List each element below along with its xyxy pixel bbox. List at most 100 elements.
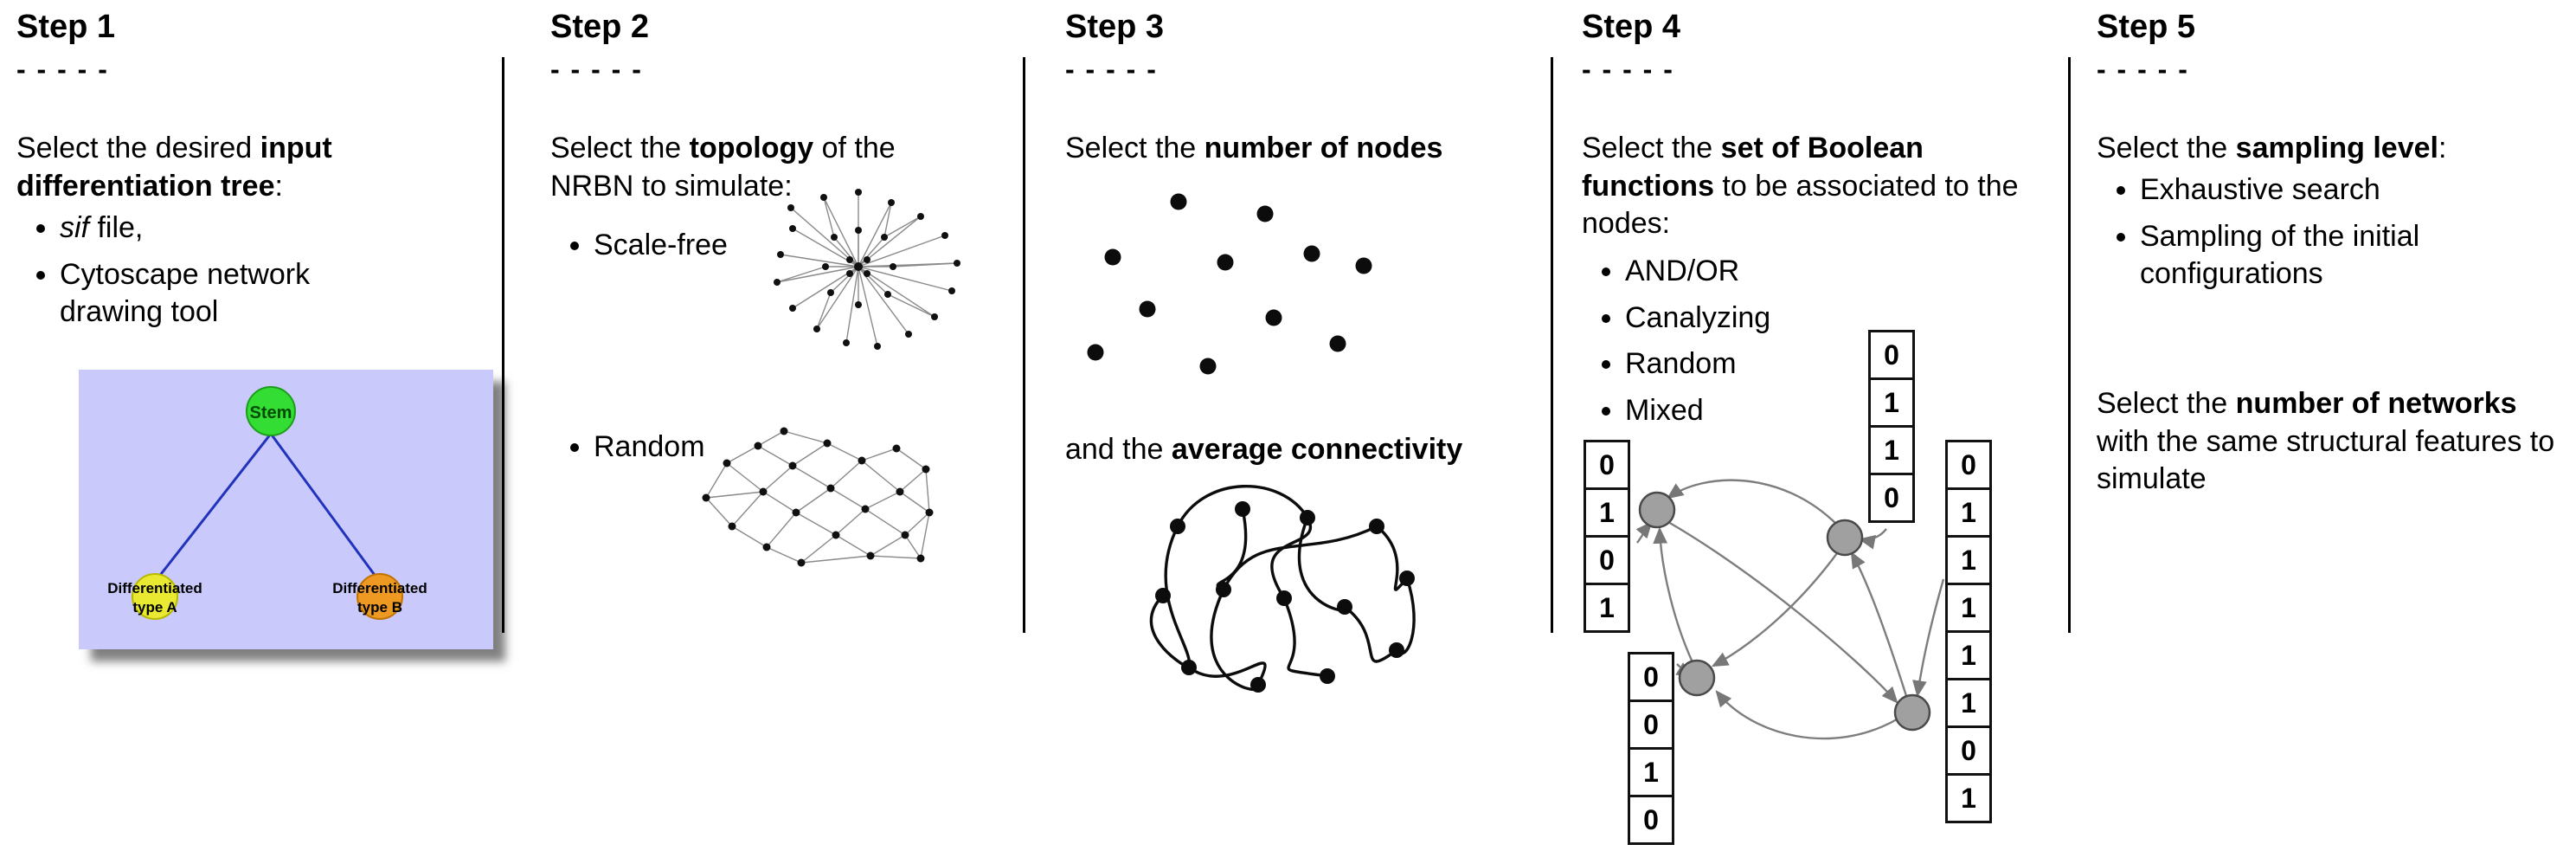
nodes-dots-graphic <box>1076 177 1375 394</box>
list-item-mixed: Mixed <box>1625 392 1862 430</box>
stem-label: Stem <box>250 403 292 422</box>
list-item-and-or: AND/OR <box>1625 253 1862 291</box>
table-cell: 0 <box>1584 535 1630 585</box>
text-run: and the <box>1065 433 1172 466</box>
random-network-svg <box>702 427 934 567</box>
boolean-network-graphic: 0 1 0 1 0 1 1 0 0 0 1 0 0 1 1 1 <box>1582 321 2056 851</box>
boolean-network-nodes <box>1638 491 1931 732</box>
column-divider-2 <box>1023 57 1025 633</box>
step5-separator: - - - - - <box>2097 54 2189 85</box>
text-run: Select the <box>1582 132 1721 164</box>
text-run: with the same structural features to sim… <box>2097 424 2555 496</box>
table-cell: 0 <box>1584 440 1630 490</box>
stem-node <box>246 386 296 436</box>
column-divider-4 <box>2068 57 2071 633</box>
boolean-network-svg <box>1635 479 1945 740</box>
boolean-table-right: 0 1 1 1 1 1 0 1 <box>1945 440 1992 823</box>
boolean-table-top: 0 1 1 0 <box>1868 330 1915 523</box>
type-a-node <box>132 573 178 620</box>
type-a-label-line1: Differentiated <box>107 580 202 596</box>
text-run: Select the <box>550 132 690 164</box>
text-run: to be associated to the nodes: <box>1582 169 2019 241</box>
step2-separator: - - - - - <box>550 54 643 85</box>
column-divider-1 <box>502 57 504 633</box>
text-run: Select the <box>2097 387 2236 420</box>
table-cell: 1 <box>1945 630 1992 680</box>
step4-title: Step 4 <box>1582 9 1681 45</box>
table-cell: 1 <box>1868 377 1915 428</box>
step5-intro: Select the sampling level: <box>2097 130 2568 168</box>
network-nodes <box>702 427 934 567</box>
scale-free-network-graphic <box>748 180 973 372</box>
step5-sampling-list: Exhaustive search Sampling of the initia… <box>2100 171 2472 302</box>
node-dots <box>1087 193 1372 375</box>
text-run: Select the <box>1065 132 1204 164</box>
step1-title: Step 1 <box>16 9 116 45</box>
table-cell: 1 <box>1945 487 1992 538</box>
network-edges <box>705 430 930 564</box>
scale-free-network-svg <box>774 189 960 350</box>
text-run: Select the desired <box>16 132 260 164</box>
text-run-bold: number of networks <box>2235 387 2517 420</box>
table-cell: 1 <box>1945 678 1992 728</box>
step4-column: Step 4 - - - - - Select the set of Boole… <box>1582 0 2059 851</box>
text-run-bold: topology <box>689 132 814 164</box>
step2-title: Step 2 <box>550 9 650 45</box>
step4-separator: - - - - - <box>1582 54 1674 85</box>
table-cell: 0 <box>1868 473 1915 523</box>
list-item-sampling-initial: Sampling of the initial configurations <box>2140 218 2472 293</box>
table-cell: 1 <box>1945 583 1992 633</box>
connectivity-nodes <box>1155 501 1415 693</box>
connectivity-graph-svg <box>1149 484 1416 693</box>
step1-column: Step 1 - - - - - Select the desired inpu… <box>16 0 493 851</box>
step3-title: Step 3 <box>1065 9 1165 45</box>
step3-separator: - - - - - <box>1065 54 1158 85</box>
step4-function-list: AND/OR Canalyzing Random Mixed <box>1585 253 1862 438</box>
text-run: file, <box>89 211 144 244</box>
column-divider-3 <box>1551 57 1553 633</box>
table-cell: 1 <box>1945 773 1992 823</box>
step5-networks-paragraph: Select the number of networks with the s… <box>2097 385 2568 499</box>
network-edges <box>776 192 958 347</box>
text-run-bold: input differentiation tree <box>16 132 332 203</box>
text-run: : <box>274 169 283 203</box>
step3-column: Step 3 - - - - - Select the number of no… <box>1065 0 1539 851</box>
type-b-label-line1: Differentiated <box>332 580 427 596</box>
differentiation-tree-svg: Stem Differentiated type A Differentiate… <box>79 370 493 649</box>
table-cell: 0 <box>1868 330 1915 380</box>
table-cell: 0 <box>1945 440 1992 490</box>
list-item-canalyzing: Canalyzing <box>1625 300 1862 338</box>
type-b-node <box>357 573 403 620</box>
step1-separator: - - - - - <box>16 54 109 85</box>
list-item-random: Random <box>1625 345 1862 384</box>
differentiation-tree-image: Stem Differentiated type A Differentiate… <box>79 370 493 649</box>
type-a-label-line2: type A <box>132 599 177 616</box>
table-cell: 0 <box>1945 725 1992 776</box>
table-cell: 1 <box>1584 487 1630 538</box>
text-run-bold: set of Boolean functions <box>1582 132 1924 203</box>
table-cell: 0 <box>1628 652 1674 702</box>
connectivity-edges <box>1149 484 1416 692</box>
table-cell: 1 <box>1945 535 1992 585</box>
nodes-dots-svg <box>1087 193 1372 375</box>
boolean-table-bottom: 0 0 1 0 <box>1628 652 1674 845</box>
step4-intro: Select the set of Boolean functions to b… <box>1582 130 2032 243</box>
text-run-bold: sampling level <box>2235 132 2438 164</box>
connectivity-graph-graphic <box>1130 479 1433 717</box>
list-item-cytoscape: Cytoscape network drawing tool <box>60 256 383 332</box>
step2-topology-random: Random <box>554 429 813 475</box>
list-item-exhaustive: Exhaustive search <box>2140 171 2472 210</box>
table-cell: 0 <box>1628 699 1674 750</box>
table-cell: 0 <box>1628 795 1674 845</box>
text-run-bold: average connectivity <box>1171 433 1463 466</box>
type-b-label-line2: type B <box>357 599 402 616</box>
list-item-random: Random <box>594 429 813 467</box>
step1-options-list: sif file, Cytoscape network drawing tool <box>20 210 383 340</box>
list-item-scale-free: Scale-free <box>594 227 813 265</box>
random-network-graphic <box>691 416 941 576</box>
tree-edges <box>157 433 378 578</box>
text-run: Select the <box>2097 132 2236 164</box>
boolean-table-left: 0 1 0 1 <box>1584 440 1630 633</box>
step5-column: Step 5 - - - - - Select the sampling lev… <box>2097 0 2574 851</box>
